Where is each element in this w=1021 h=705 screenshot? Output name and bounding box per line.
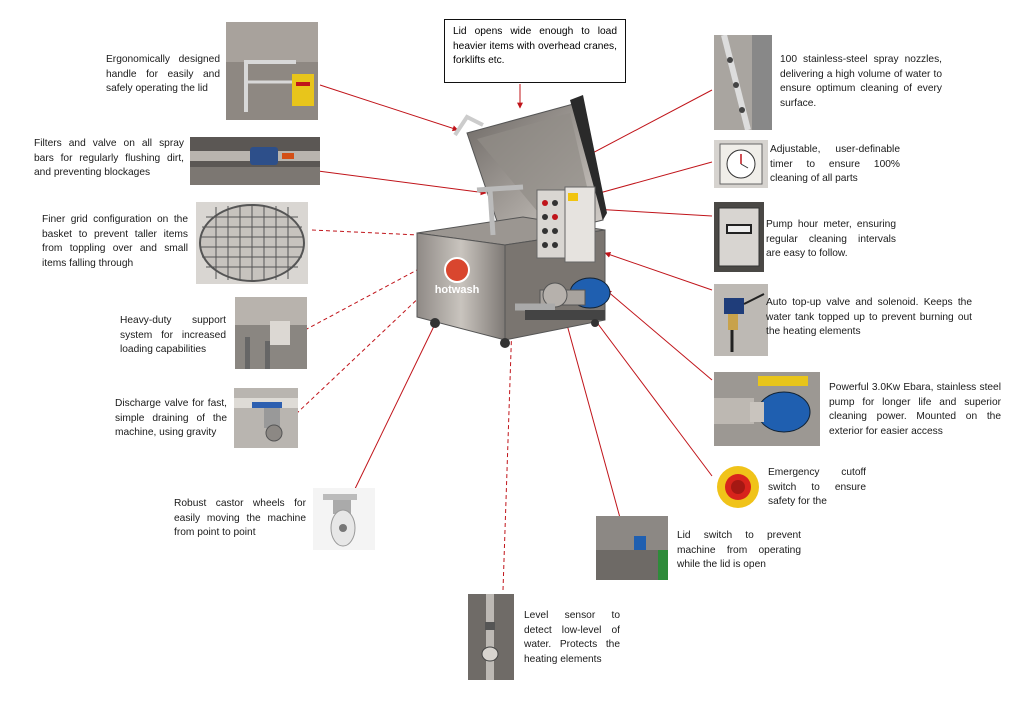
pump-photo <box>714 372 820 446</box>
leader-topup <box>604 251 713 291</box>
handle-photo <box>226 22 318 120</box>
label-meter: Pump hour meter, ensuring regular cleani… <box>766 219 896 260</box>
top-up-valve-photo <box>714 284 768 356</box>
label-level: Level sensor to detect low-level of wate… <box>524 610 620 665</box>
leader-meter <box>592 206 713 217</box>
timer-photo <box>714 140 768 188</box>
label-castor: Robust castor wheels for easily moving t… <box>174 498 306 539</box>
label-lidswitch: Lid switch to prevent machine from opera… <box>677 530 801 571</box>
level-sensor-photo <box>468 594 514 680</box>
castor-wheel-photo <box>313 488 375 550</box>
leader-handle <box>319 84 459 132</box>
label-support: Heavy-duty support system for increased … <box>120 315 226 356</box>
leader-discharge <box>295 291 426 415</box>
leader-level <box>502 231 518 591</box>
label-lid: Lid opens wide enough to load heavier it… <box>444 19 626 83</box>
washer-machine-image: hotwash <box>416 95 611 348</box>
label-timer: Adjustable, user-definable timer to ensu… <box>770 144 900 185</box>
label-handle: Ergonomically designed handle for easily… <box>106 54 220 95</box>
label-pump: Powerful 3.0Kw Ebara, stainless steel pu… <box>829 382 1001 437</box>
lid-switch-photo <box>596 516 668 580</box>
discharge-valve-photo <box>234 388 298 448</box>
emergency-switch-photo <box>716 465 760 509</box>
label-nozzles: 100 stainless-steel spray nozzles, deliv… <box>780 54 942 109</box>
spray-nozzles-photo <box>714 35 772 130</box>
filters-photo <box>190 137 320 185</box>
label-topup: Auto top-up valve and solenoid. Keeps th… <box>766 297 972 338</box>
basket-grid-photo <box>196 202 308 284</box>
leader-support <box>304 262 431 331</box>
label-grid: Finer grid configuration on the basket t… <box>42 214 188 269</box>
label-discharge: Discharge valve for fast, simple drainin… <box>115 398 227 439</box>
leader-castor <box>351 321 437 496</box>
support-photo <box>235 297 307 369</box>
brand-logo-text: hotwash <box>435 284 480 296</box>
leader-pump <box>605 289 713 381</box>
label-filters: Filters and valve on all spray bars for … <box>34 138 184 179</box>
hour-meter-photo <box>714 202 764 272</box>
label-emergency: Emergency cutoff switch to ensure safety… <box>768 467 866 508</box>
leader-filters <box>294 167 487 196</box>
